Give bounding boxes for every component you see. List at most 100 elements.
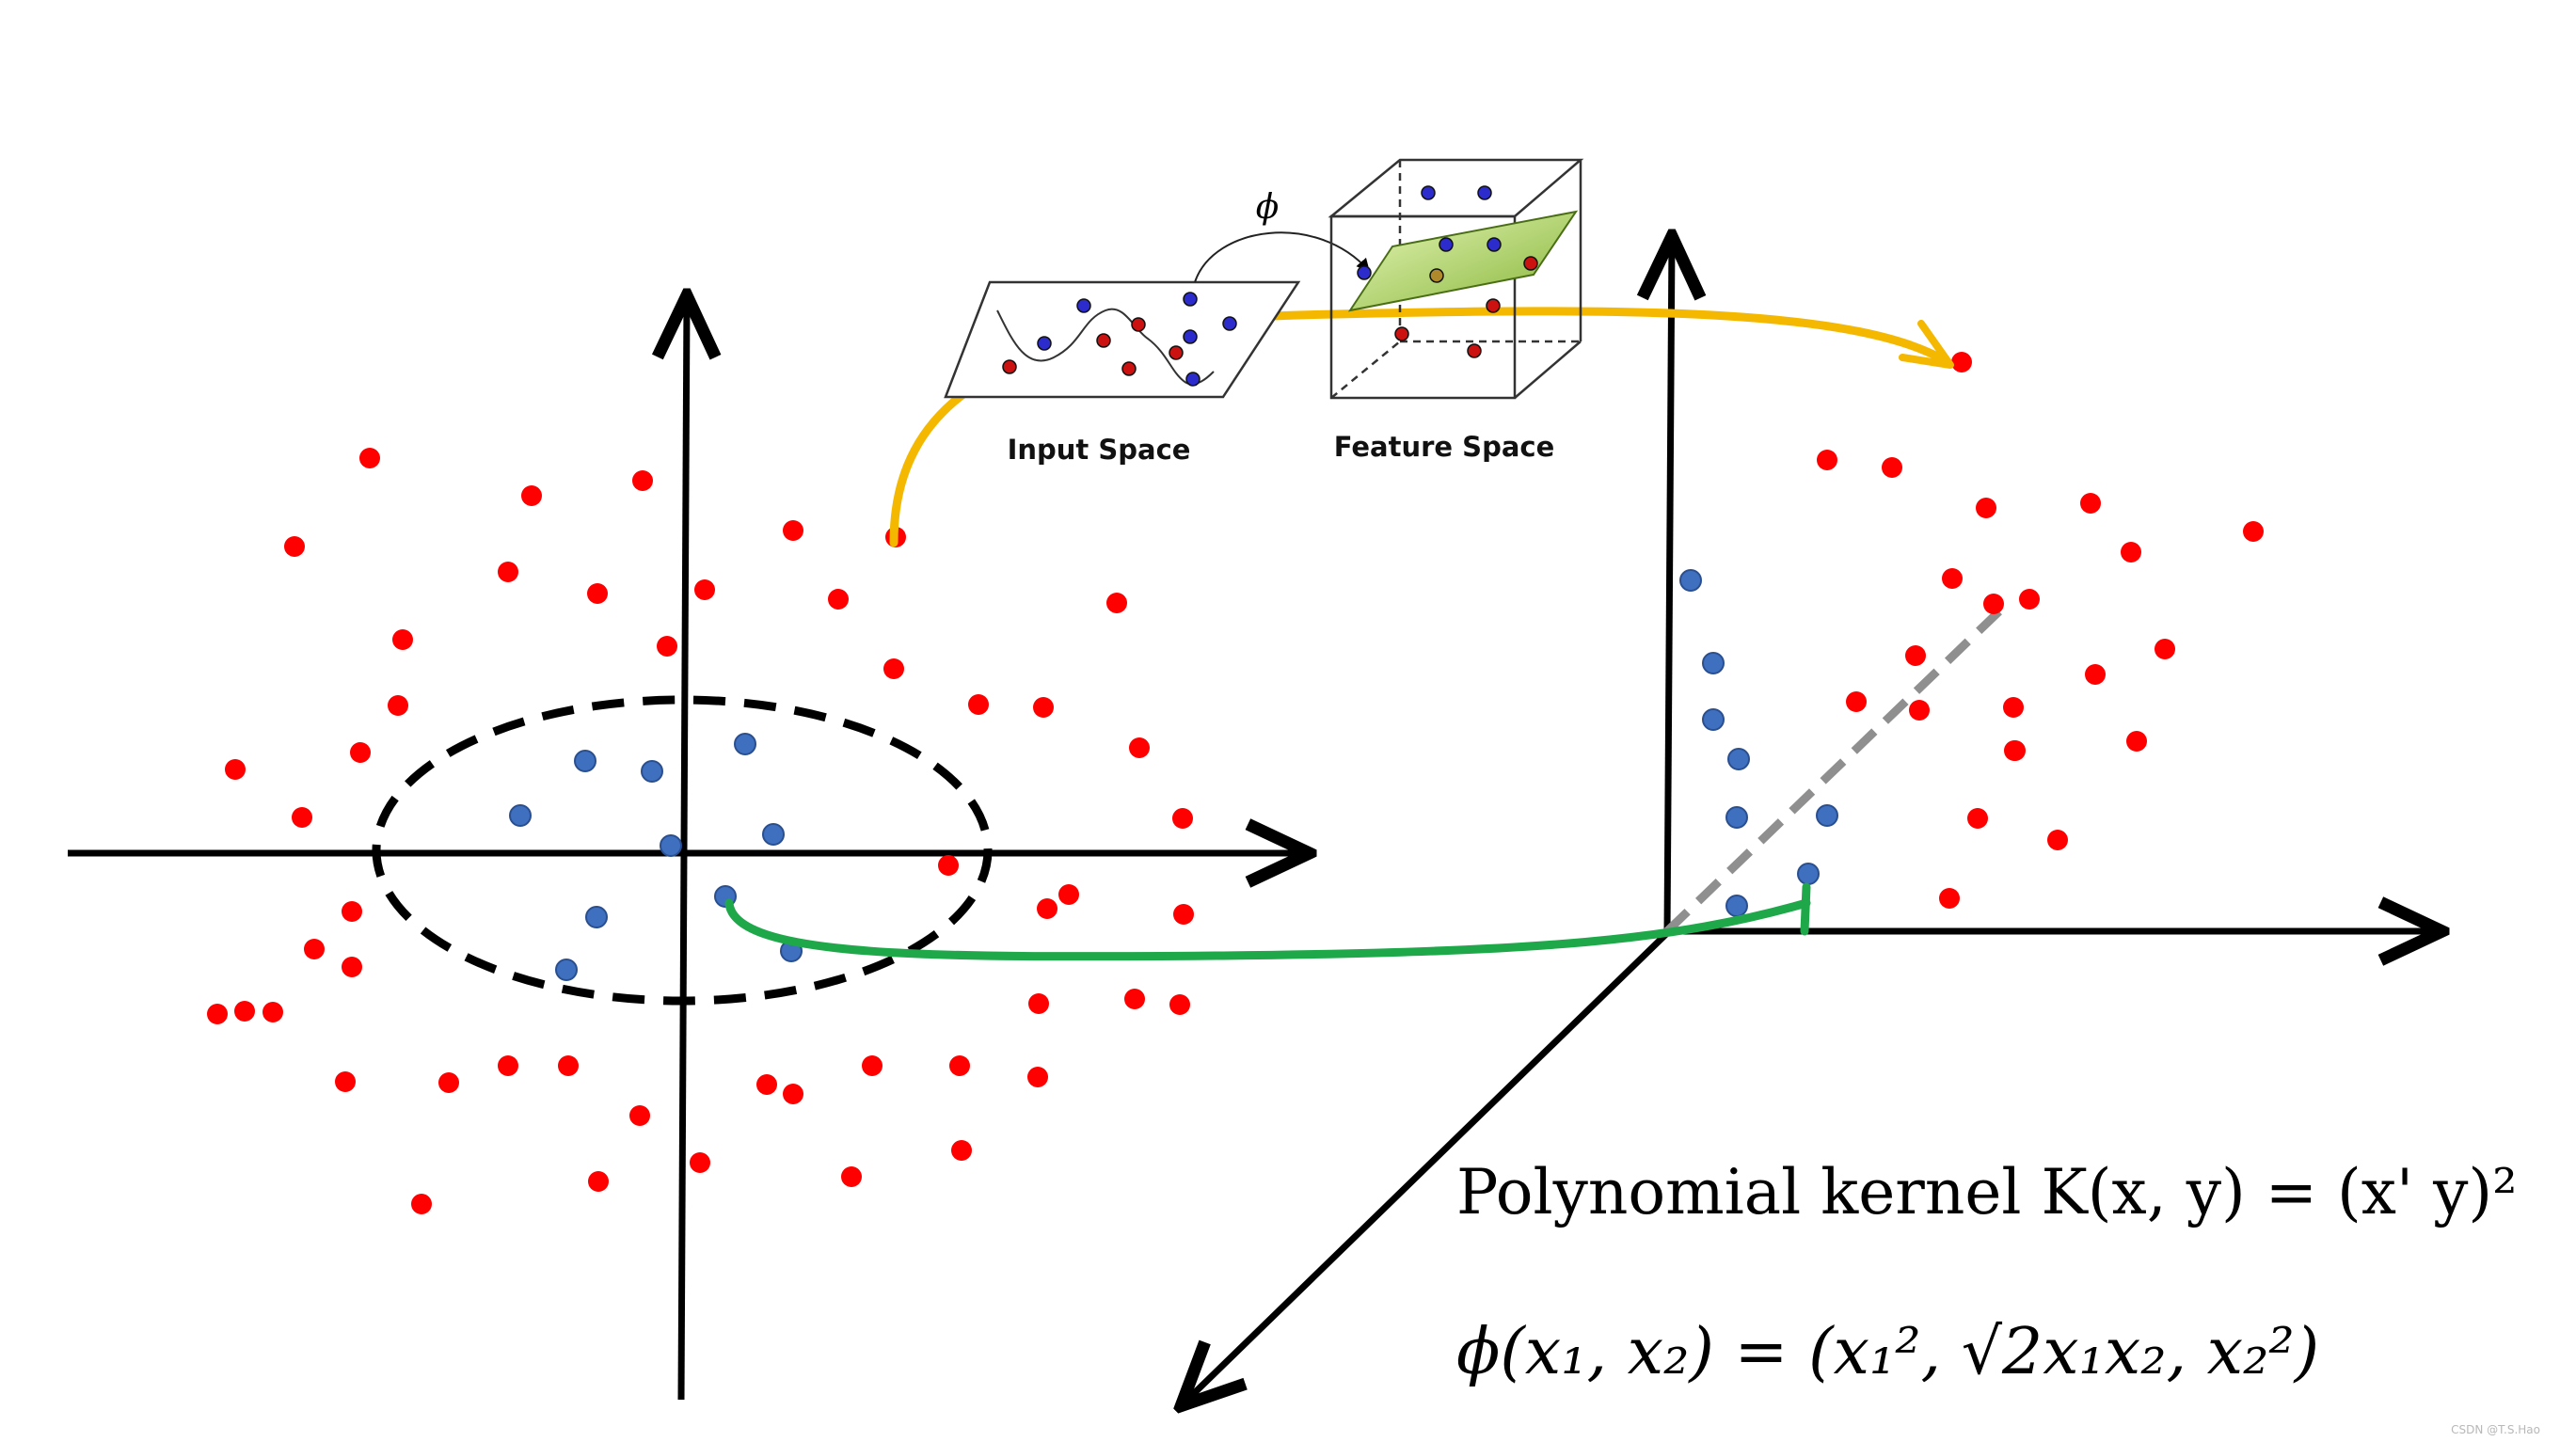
blue-point <box>574 750 596 772</box>
red-point <box>1028 993 1049 1014</box>
blue-point <box>555 959 578 981</box>
red-point <box>411 1194 432 1214</box>
blue-point <box>1816 804 1838 827</box>
feature-space-points <box>1357 185 1538 358</box>
blue-point <box>1797 863 1820 885</box>
red-point <box>2019 589 2040 610</box>
red-point <box>2126 731 2147 752</box>
red-point <box>968 694 989 715</box>
red-point <box>2155 639 2175 659</box>
right-red-points <box>1817 352 2264 909</box>
red-point <box>1129 737 1150 758</box>
input-space-curve <box>996 308 1215 386</box>
red-point <box>2243 521 2264 542</box>
red-point <box>304 939 325 959</box>
red-point <box>1905 645 1926 666</box>
red-point <box>1172 808 1193 829</box>
red-point <box>1942 568 1963 589</box>
feature-map-formula: ϕ(x₁, x₂) = (x₁², √2x₁x₂, x₂²) <box>1456 1315 2319 1389</box>
right-blue-points <box>1679 569 1838 917</box>
red-point <box>949 1055 970 1076</box>
blue-point <box>1679 569 1702 592</box>
left-blue-points <box>509 733 803 981</box>
yellow-arrow-head <box>1899 320 1954 369</box>
red-point <box>292 807 312 828</box>
red-point <box>234 1001 255 1022</box>
red-point <box>1909 700 1930 721</box>
green-mapping-arrow <box>724 898 1811 961</box>
red-point <box>1124 989 1145 1009</box>
red-point <box>207 1004 228 1024</box>
red-point <box>756 1074 777 1095</box>
red-point <box>359 448 380 468</box>
red-point <box>951 1140 972 1161</box>
red-point <box>558 1055 579 1076</box>
feature-space-hyperplane <box>1347 210 1579 312</box>
red-point <box>1967 808 1988 829</box>
input-space-plane <box>944 280 1301 399</box>
blue-point <box>1702 708 1725 731</box>
red-point <box>657 636 677 657</box>
red-point <box>284 536 305 557</box>
red-point <box>2080 493 2101 514</box>
red-point <box>1882 457 1902 478</box>
yellow-mapping-arrow <box>889 307 1952 547</box>
blue-point <box>641 760 663 783</box>
left-red-points <box>207 448 1194 1214</box>
phi-mapping-arrow <box>1194 231 1370 283</box>
red-point <box>1058 884 1079 905</box>
red-point <box>1169 994 1190 1015</box>
blue-point <box>1725 895 1748 917</box>
red-point <box>1983 594 2004 614</box>
red-point <box>2085 664 2106 685</box>
input-space-label: Input Space <box>1008 434 1191 466</box>
red-point <box>2003 697 2024 718</box>
red-point <box>690 1152 710 1173</box>
input-space-points <box>1002 292 1237 387</box>
feature-space-cube <box>1328 158 1584 400</box>
red-point <box>498 1055 518 1076</box>
phi-symbol: ϕ <box>1256 188 1280 227</box>
red-point <box>2004 740 2025 761</box>
blue-point <box>762 823 785 846</box>
red-point <box>828 589 849 610</box>
separating-hyperplane-line <box>1663 603 2008 935</box>
red-point <box>588 1171 609 1192</box>
red-point <box>2047 830 2068 850</box>
left-y-axis <box>681 299 687 1401</box>
red-point <box>694 579 715 600</box>
red-point <box>629 1105 650 1126</box>
red-point <box>1976 498 1996 518</box>
red-point <box>335 1071 356 1092</box>
inset-illustration: Input Space ϕ Feature Space <box>944 158 1584 466</box>
watermark: CSDN @T.S.Hao <box>2451 1423 2540 1436</box>
right-3d-plot <box>1184 240 2439 1403</box>
red-point <box>498 562 518 582</box>
blue-point <box>1702 652 1725 674</box>
red-point <box>587 583 608 604</box>
blue-point <box>509 804 532 827</box>
red-point <box>841 1166 862 1187</box>
red-point <box>521 485 542 506</box>
right-y-axis <box>1184 930 1670 1403</box>
red-point <box>438 1072 459 1093</box>
red-point <box>350 742 371 763</box>
blue-point <box>1727 748 1750 770</box>
red-point <box>1037 898 1057 919</box>
red-point <box>342 957 362 977</box>
red-point <box>783 1084 803 1104</box>
red-point <box>1033 697 1054 718</box>
red-point <box>632 470 653 491</box>
red-point <box>783 520 803 541</box>
red-point <box>883 658 904 679</box>
green-arrow-head <box>1800 882 1811 936</box>
red-point <box>1939 888 1960 909</box>
red-point <box>342 901 362 922</box>
decision-boundary-ellipse <box>372 695 993 1006</box>
right-z-axis <box>1667 240 1672 934</box>
red-point <box>938 855 959 876</box>
blue-point <box>1725 806 1748 829</box>
red-point <box>392 629 413 650</box>
blue-point <box>660 834 682 857</box>
